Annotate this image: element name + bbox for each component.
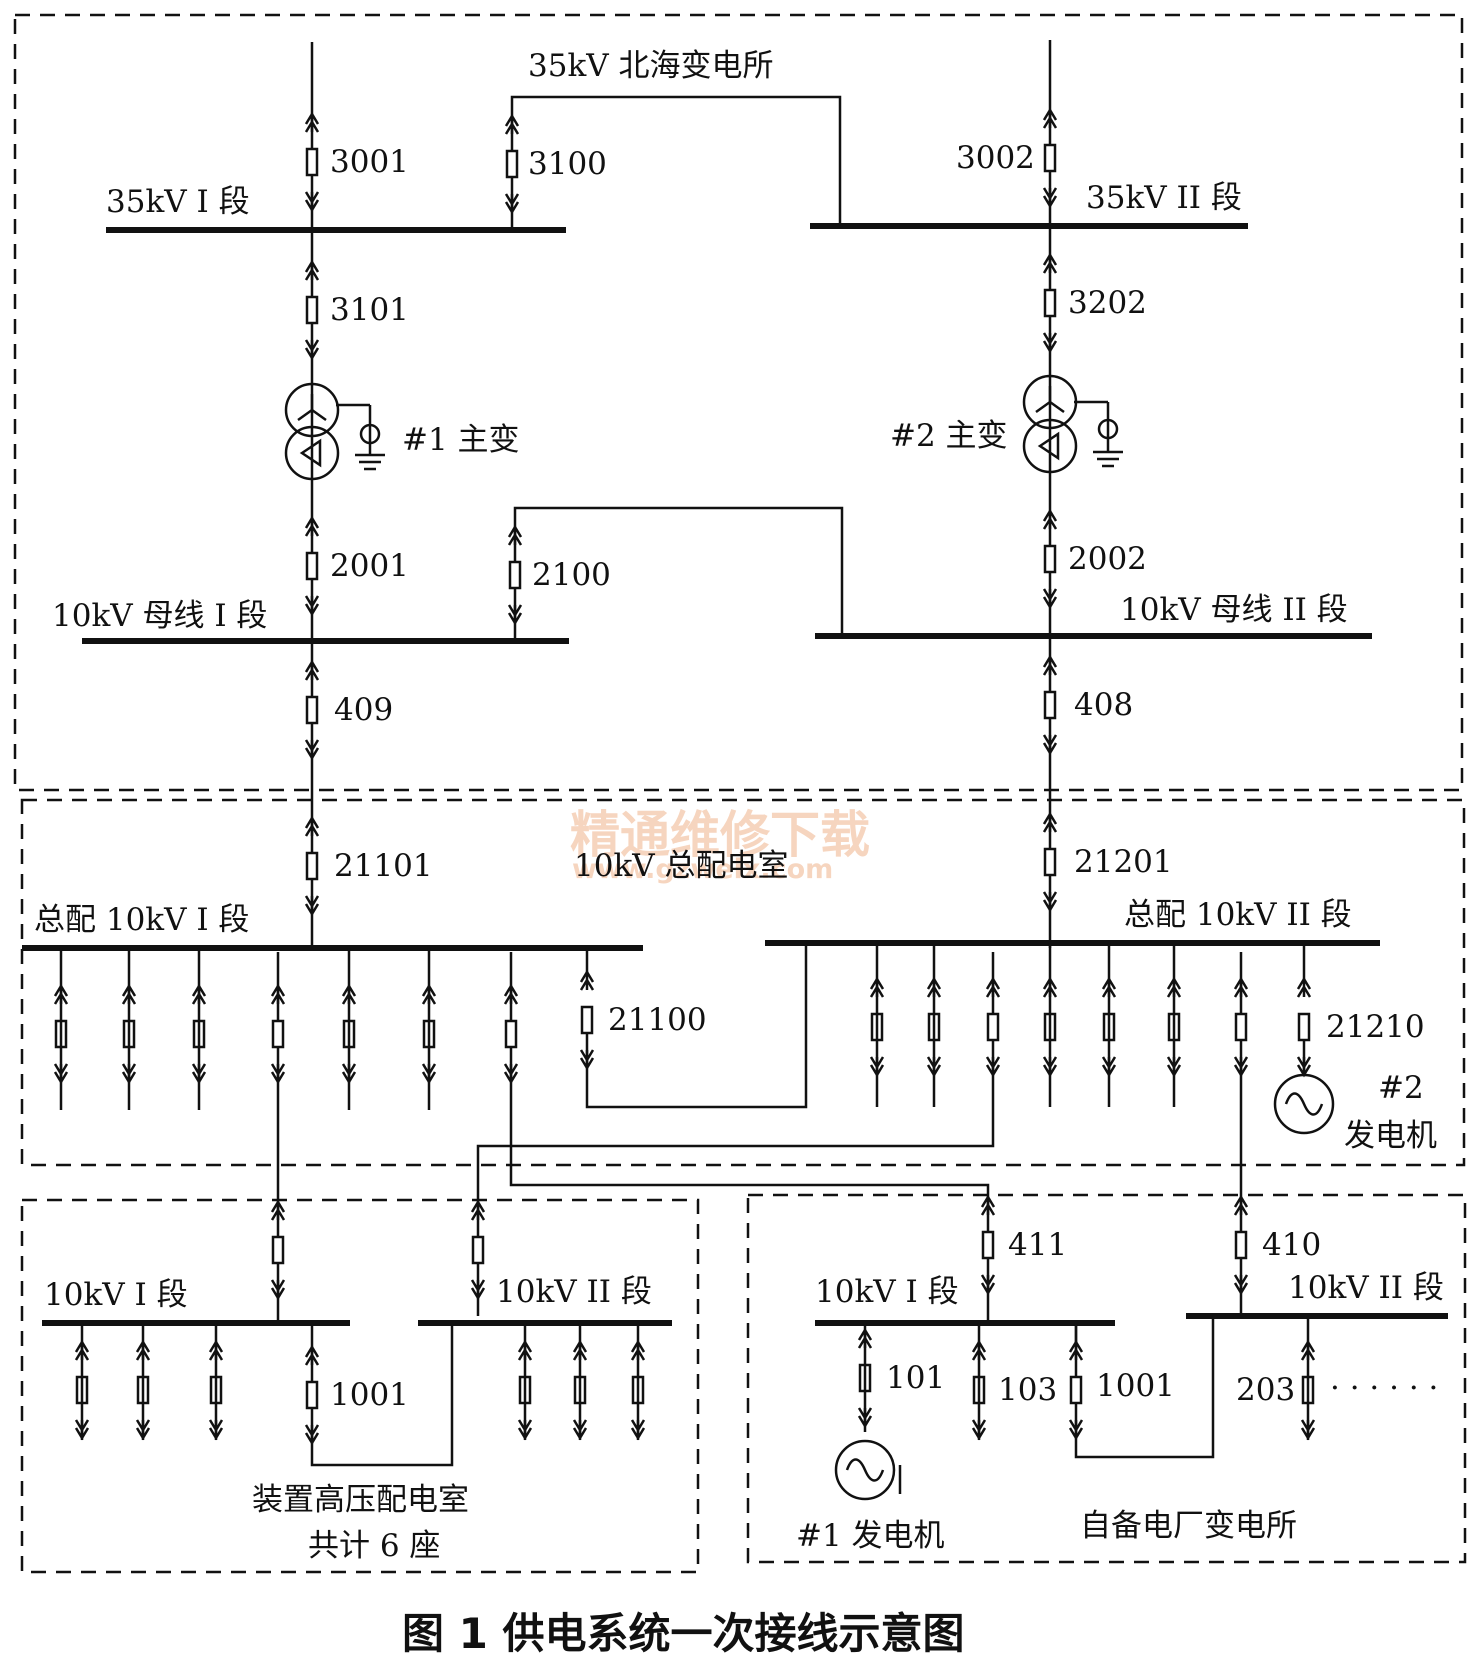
label-plant-bus-2: 10kV II 段 [1288, 1270, 1444, 1306]
label-2001: 2001 [330, 548, 409, 584]
label-dots: · · · · · · [1330, 1370, 1438, 1406]
watermark-text: 精通维修下载 [570, 806, 870, 864]
label-transformer-1: #1 主变 [402, 422, 520, 458]
label-3202: 3202 [1068, 285, 1147, 321]
label-bus-35-1: 35kV I 段 [106, 184, 250, 220]
label-bus-10-1: 10kV 母线 I 段 [52, 598, 267, 634]
label-transformer-2: #2 主变 [890, 418, 1008, 454]
breaker-feeder [503, 984, 519, 1084]
label-3100: 3100 [528, 146, 607, 182]
label-3002: 3002 [956, 140, 1035, 176]
zone-plant-border [746, 1193, 1467, 1564]
plant-name: 自备电厂变电所 [1080, 1508, 1297, 1544]
transformer-1 [284, 382, 385, 481]
label-21210: 21210 [1326, 1009, 1425, 1045]
label-21201: 21201 [1074, 844, 1173, 880]
generator-1-symbol [834, 1439, 896, 1501]
breaker-feeder [270, 1200, 286, 1300]
label-device-bus-1: 10kV I 段 [44, 1277, 188, 1313]
breaker-3001 [304, 112, 320, 212]
breaker-411 [980, 1195, 996, 1295]
device-room-name-line2: 共计 6 座 [308, 1528, 440, 1564]
breaker-feeder [985, 977, 1001, 1077]
label-103: 103 [998, 1372, 1057, 1408]
generator-2-symbol [1273, 1073, 1335, 1135]
breaker-3202 [1042, 253, 1058, 353]
label-plant-bus-1: 10kV I 段 [815, 1274, 959, 1310]
zone-borders [13, 13, 1467, 1574]
label-101: 101 [886, 1360, 945, 1396]
device-room-name-line1: 装置高压配电室 [252, 1482, 469, 1518]
label-1001-plant: 1001 [1096, 1368, 1175, 1404]
zone-substation-border [13, 13, 1464, 792]
label-2100: 2100 [532, 557, 611, 593]
label-411: 411 [1008, 1227, 1067, 1263]
main-room-name: 10kV 总配电室 [574, 848, 788, 884]
label-generator-2-name: 发电机 [1344, 1118, 1437, 1154]
zone-main-room-border [20, 798, 1466, 1167]
feeder-lines [59, 943, 1310, 1440]
substation-name: 35kV 北海变电所 [528, 48, 773, 84]
breaker-feeder [1233, 977, 1249, 1077]
label-device-bus-2: 10kV II 段 [496, 1274, 652, 1310]
breaker-1001-plant [1068, 1340, 1084, 1440]
breaker-410 [1233, 1195, 1249, 1295]
label-generator-1: #1 发电机 [796, 1518, 945, 1554]
label-bus-main-1: 总配 10kV I 段 [34, 902, 249, 938]
label-203: 203 [1236, 1372, 1295, 1408]
label-3101: 3101 [330, 292, 409, 328]
breaker-2100 [507, 525, 523, 625]
figure-caption: 图 1 供电系统一次接线示意图 [402, 1609, 964, 1658]
label-3001: 3001 [330, 144, 409, 180]
label-408: 408 [1074, 687, 1133, 723]
label-409: 409 [334, 692, 393, 728]
transformer-2 [1022, 374, 1123, 474]
breaker-3101 [304, 260, 320, 360]
breaker-21100 [579, 970, 595, 1070]
breaker-21201 [1042, 812, 1058, 912]
breaker-408 [1042, 655, 1058, 755]
bus-bars [22, 223, 1448, 1326]
zone-device-room-border [20, 1198, 700, 1574]
label-generator-2-num: #2 [1378, 1070, 1424, 1106]
label-bus-main-2: 总配 10kV II 段 [1124, 897, 1352, 933]
breaker-3100 [504, 114, 520, 214]
breaker-feeder [270, 984, 286, 1084]
breaker-2002 [1042, 509, 1058, 609]
label-1001-device: 1001 [330, 1377, 409, 1413]
label-bus-10-2: 10kV 母线 II 段 [1120, 592, 1348, 628]
label-21100: 21100 [608, 1002, 707, 1038]
label-410: 410 [1262, 1227, 1321, 1263]
label-2002: 2002 [1068, 541, 1147, 577]
breaker-feeder [470, 1200, 486, 1300]
breaker-21101 [304, 816, 320, 916]
breaker-2001 [304, 516, 320, 616]
breaker-1001-device [304, 1345, 320, 1445]
label-bus-35-2: 35kV II 段 [1086, 180, 1242, 216]
breaker-3002 [1042, 108, 1058, 208]
watermark-url: www.gzweix.com [572, 854, 833, 885]
wires [276, 40, 1306, 1494]
breaker-21210 [1296, 977, 1312, 1077]
breaker-409 [304, 660, 320, 760]
label-21101: 21101 [334, 848, 433, 884]
